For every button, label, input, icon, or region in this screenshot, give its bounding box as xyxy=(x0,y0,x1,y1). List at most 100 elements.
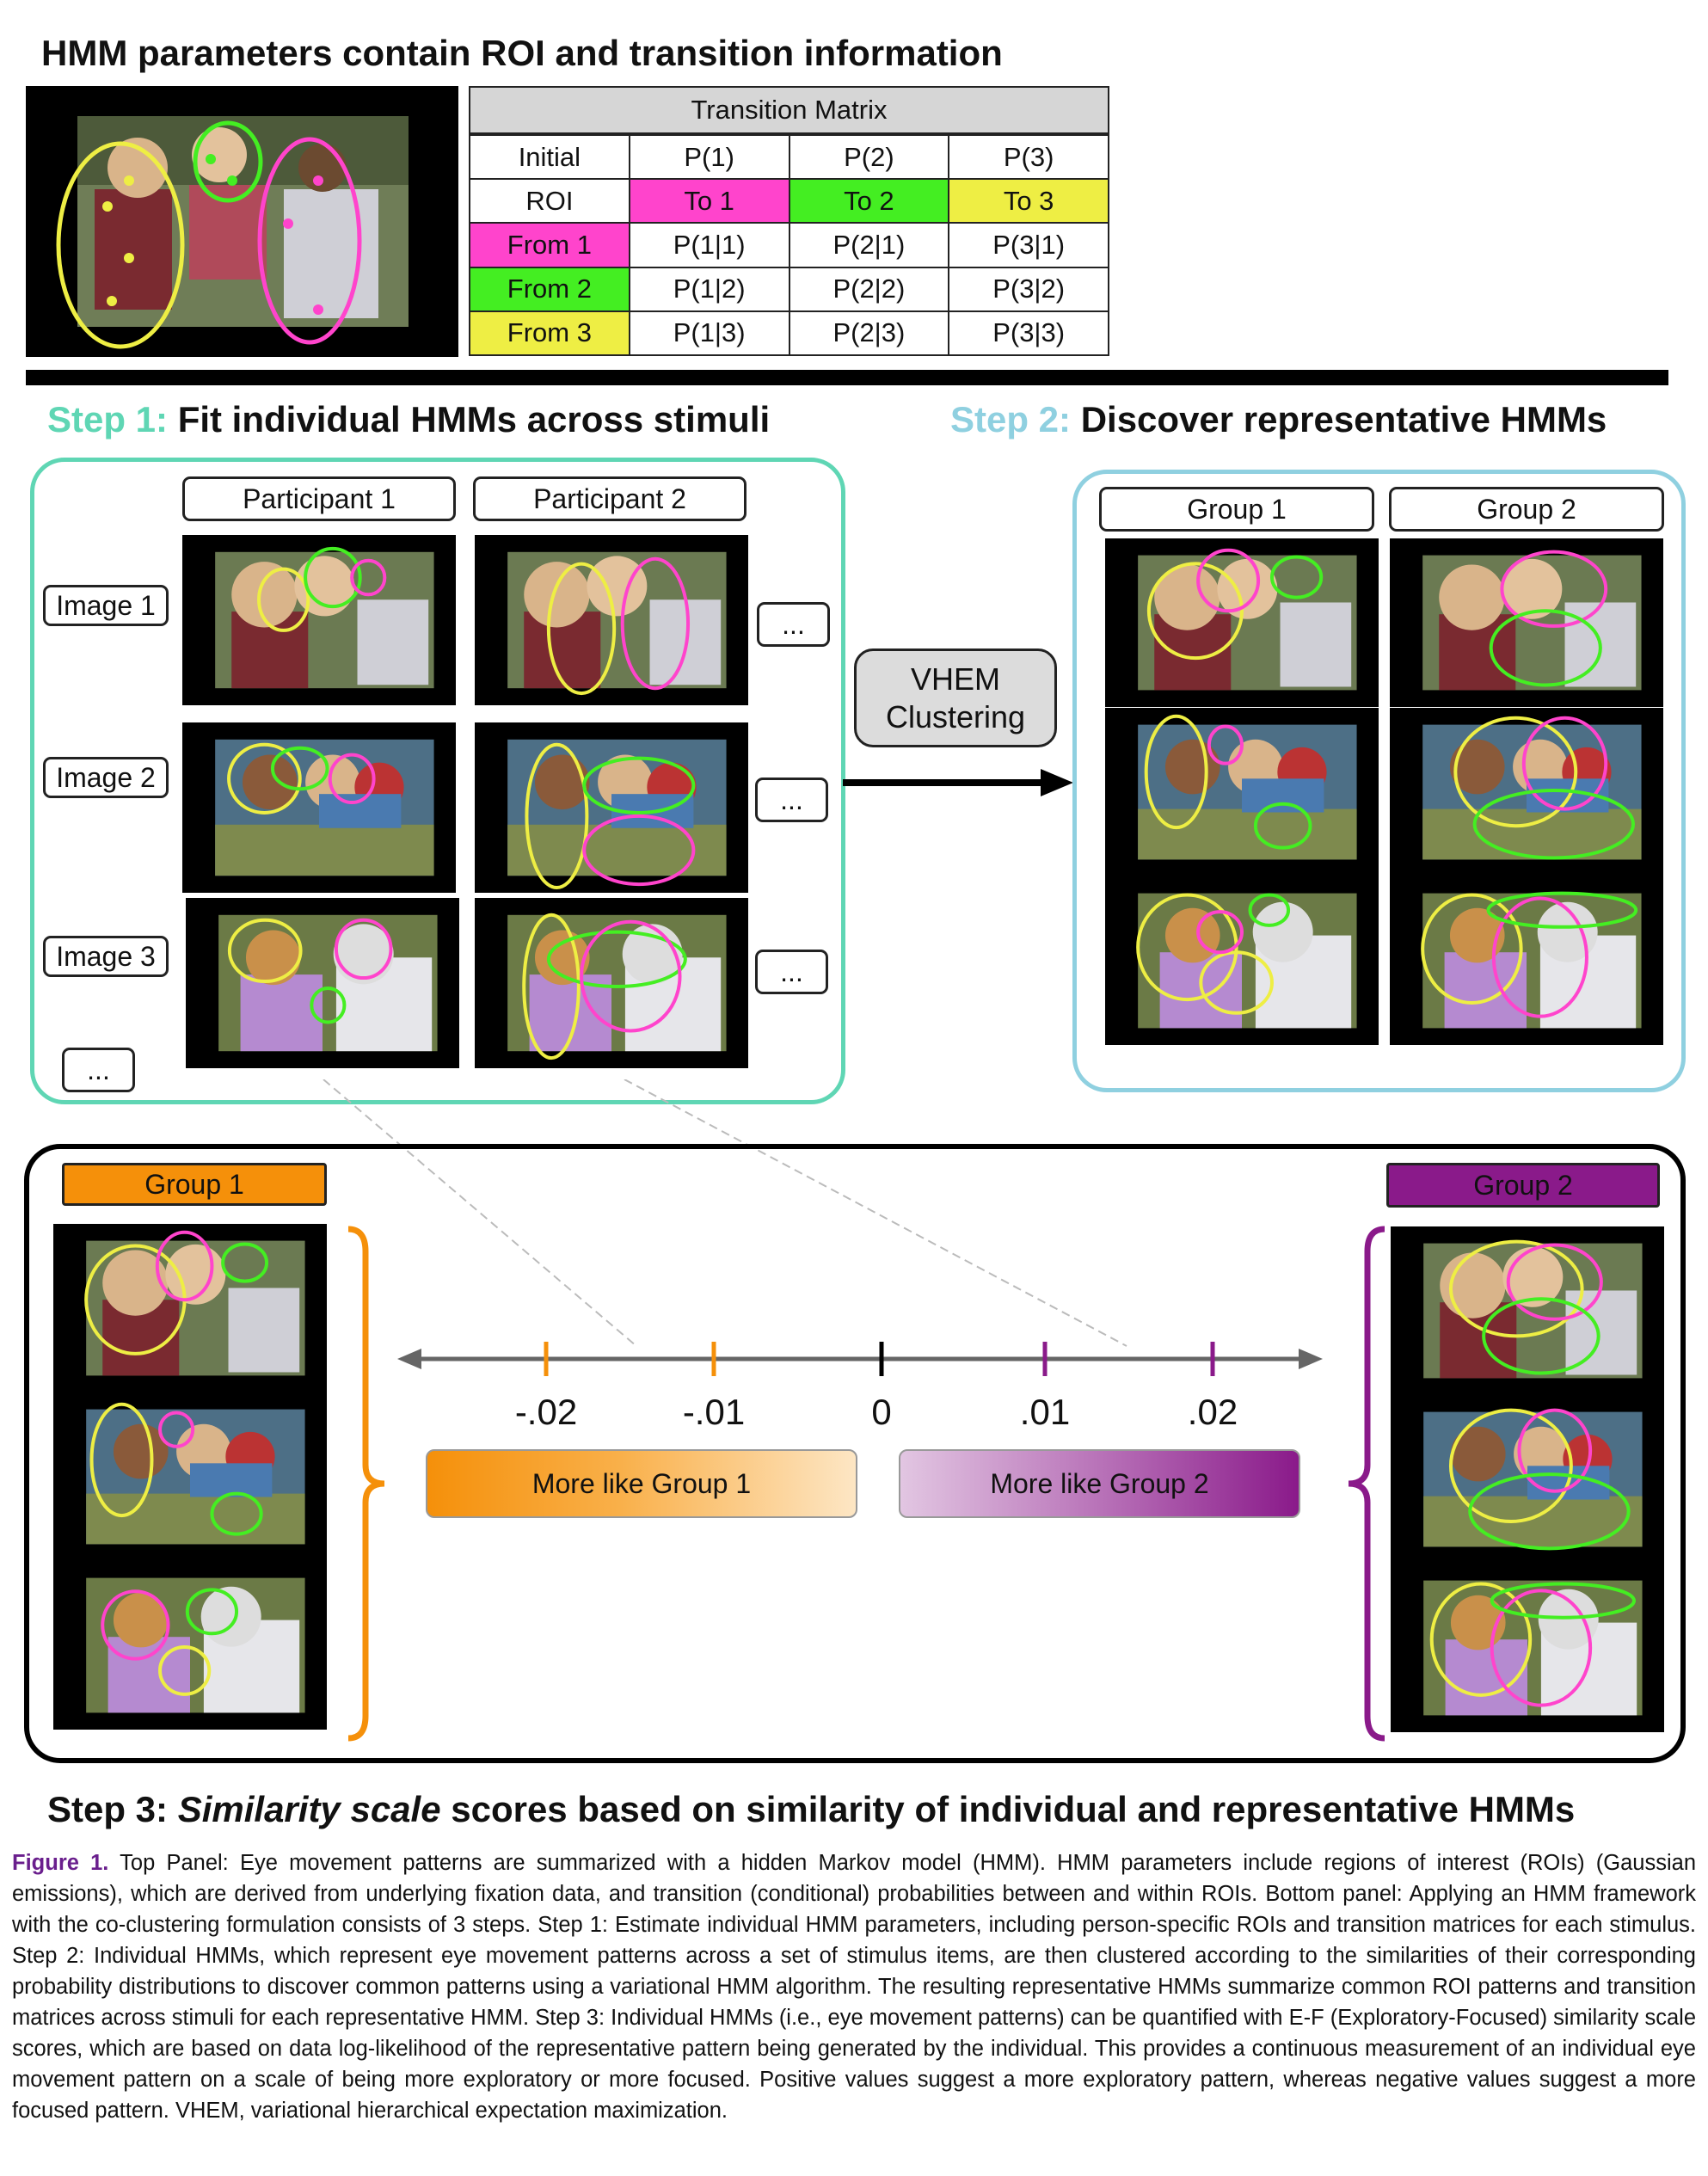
scene-shape xyxy=(1242,778,1324,813)
figure-caption: Figure 1. Top Panel: Eye movement patter… xyxy=(12,1847,1696,2126)
scale-tick-label: .01 xyxy=(1019,1392,1071,1432)
more-like-group2-label: More like Group 2 xyxy=(990,1467,1209,1499)
stimulus-thumbnail xyxy=(1390,538,1663,707)
stimulus-thumbnail xyxy=(182,535,456,705)
roi-ellipse xyxy=(304,546,362,609)
roi-ellipse xyxy=(1144,714,1208,830)
stimulus-thumbnail xyxy=(1105,538,1379,707)
ellipsis-image-2: ... xyxy=(755,778,828,822)
stimulus-image xyxy=(507,913,727,1060)
scene-shape xyxy=(1154,564,1220,630)
matrix-cell: P(3) xyxy=(948,133,1109,181)
roi-ellipse xyxy=(1490,1589,1593,1707)
scene-shape xyxy=(294,556,355,617)
roi-ellipse xyxy=(227,742,302,814)
stimulus-image xyxy=(1423,1239,1643,1379)
scene-shape xyxy=(524,562,590,628)
stimulus-image xyxy=(1423,1408,1643,1551)
scene-shape xyxy=(1439,564,1505,630)
roi-ellipse xyxy=(1482,1297,1600,1375)
scene-shape xyxy=(240,974,323,1052)
roi-ellipse xyxy=(89,1402,154,1518)
scene-shape xyxy=(228,1288,300,1373)
scene-shape xyxy=(507,824,727,876)
scene-shape xyxy=(1450,1426,1506,1482)
matrix-cell: P(2) xyxy=(788,133,950,181)
roi-ellipse xyxy=(1500,550,1608,628)
section-divider xyxy=(26,370,1668,385)
roi-ellipse xyxy=(310,986,347,1024)
roi-ellipse xyxy=(1248,893,1291,927)
stimulus-image xyxy=(1136,893,1357,1029)
step1-title: Step 1: Fit individual HMMs across stimu… xyxy=(47,399,770,440)
stimulus-image xyxy=(84,1230,305,1376)
ellipsis-more-images: ... xyxy=(62,1048,135,1092)
scene-shape xyxy=(242,754,298,810)
roi-ellipse xyxy=(1491,896,1588,1018)
ellipsis-image-1: ... xyxy=(757,602,830,647)
scene-shape xyxy=(1217,558,1278,619)
roi-ellipse xyxy=(1448,1239,1584,1338)
step2-prefix: Step 2: xyxy=(950,399,1072,440)
roi-ellipse xyxy=(582,814,696,887)
roi-ellipse xyxy=(1521,716,1608,811)
roi-ellipse xyxy=(1490,1582,1637,1620)
stimulus-thumbnail xyxy=(475,722,748,893)
roi-ellipse xyxy=(1421,893,1523,1005)
scale-tick-label: .02 xyxy=(1187,1392,1238,1432)
top-panel-title: HMM parameters contain ROI and transitio… xyxy=(41,33,1003,73)
scale-tick-label: -.02 xyxy=(514,1392,578,1432)
matrix-cell: From 2 xyxy=(469,266,630,312)
step1-text: Fit individual HMMs across stimuli xyxy=(177,399,771,440)
stimulus-image xyxy=(218,914,438,1052)
roi-ellipse xyxy=(1472,789,1636,860)
step1-prefix: Step 1: xyxy=(47,399,169,440)
scene-shape xyxy=(215,824,434,876)
matrix-cell: P(2|3) xyxy=(788,310,950,357)
roi-ellipse xyxy=(525,742,589,890)
roi-ellipse xyxy=(1196,548,1261,613)
step3-italic: Similarity scale xyxy=(177,1789,441,1829)
stimulus-thumbnail xyxy=(53,1224,327,1392)
stimulus-image xyxy=(86,1402,305,1545)
image-1-label: Image 1 xyxy=(43,585,169,626)
roi-ellipse xyxy=(1269,555,1324,599)
roi-ellipse xyxy=(155,1230,214,1302)
roi-ellipse xyxy=(1468,1472,1631,1551)
step2-title: Step 2: Discover representative HMMs xyxy=(950,399,1607,440)
roi-ellipse xyxy=(185,1588,239,1636)
stimulus-thumbnail xyxy=(1105,876,1379,1045)
scene-shape xyxy=(534,930,590,986)
more-like-group2-bar: More like Group 2 xyxy=(899,1449,1300,1518)
stimulus-thumbnail xyxy=(1390,708,1663,876)
scene-shape xyxy=(1280,602,1352,687)
matrix-cell: P(3|3) xyxy=(948,310,1109,357)
scene-shape xyxy=(1138,808,1357,860)
matrix-cell: From 1 xyxy=(469,222,630,268)
matrix-cell: To 1 xyxy=(628,178,790,224)
stimulus-thumbnail xyxy=(1391,1226,1664,1395)
roi-ellipse xyxy=(1146,562,1244,661)
group2-bracket xyxy=(1348,1226,1385,1742)
participant-1-label: Participant 1 xyxy=(182,476,456,521)
stimulus-thumbnail xyxy=(182,722,456,893)
scene-shape xyxy=(1449,739,1505,795)
stimulus-image xyxy=(1422,716,1642,860)
scene-shape xyxy=(1449,907,1505,963)
more-like-group1-bar: More like Group 1 xyxy=(426,1449,857,1518)
stimulus-thumbnail xyxy=(186,898,459,1068)
stimulus-image xyxy=(215,546,434,689)
scene-shape xyxy=(86,1493,305,1545)
vhem-label: VHEM xyxy=(910,661,1000,697)
roi-ellipse xyxy=(1506,1243,1603,1321)
stimulus-thumbnail xyxy=(475,535,748,705)
roi-ellipse xyxy=(1448,1408,1573,1523)
roi-ellipse xyxy=(101,1589,170,1661)
scene-shape xyxy=(1445,1639,1527,1716)
matrix-cell: P(3|1) xyxy=(948,222,1109,268)
stimulus-image xyxy=(215,739,434,876)
roi-ellipse xyxy=(582,756,696,814)
